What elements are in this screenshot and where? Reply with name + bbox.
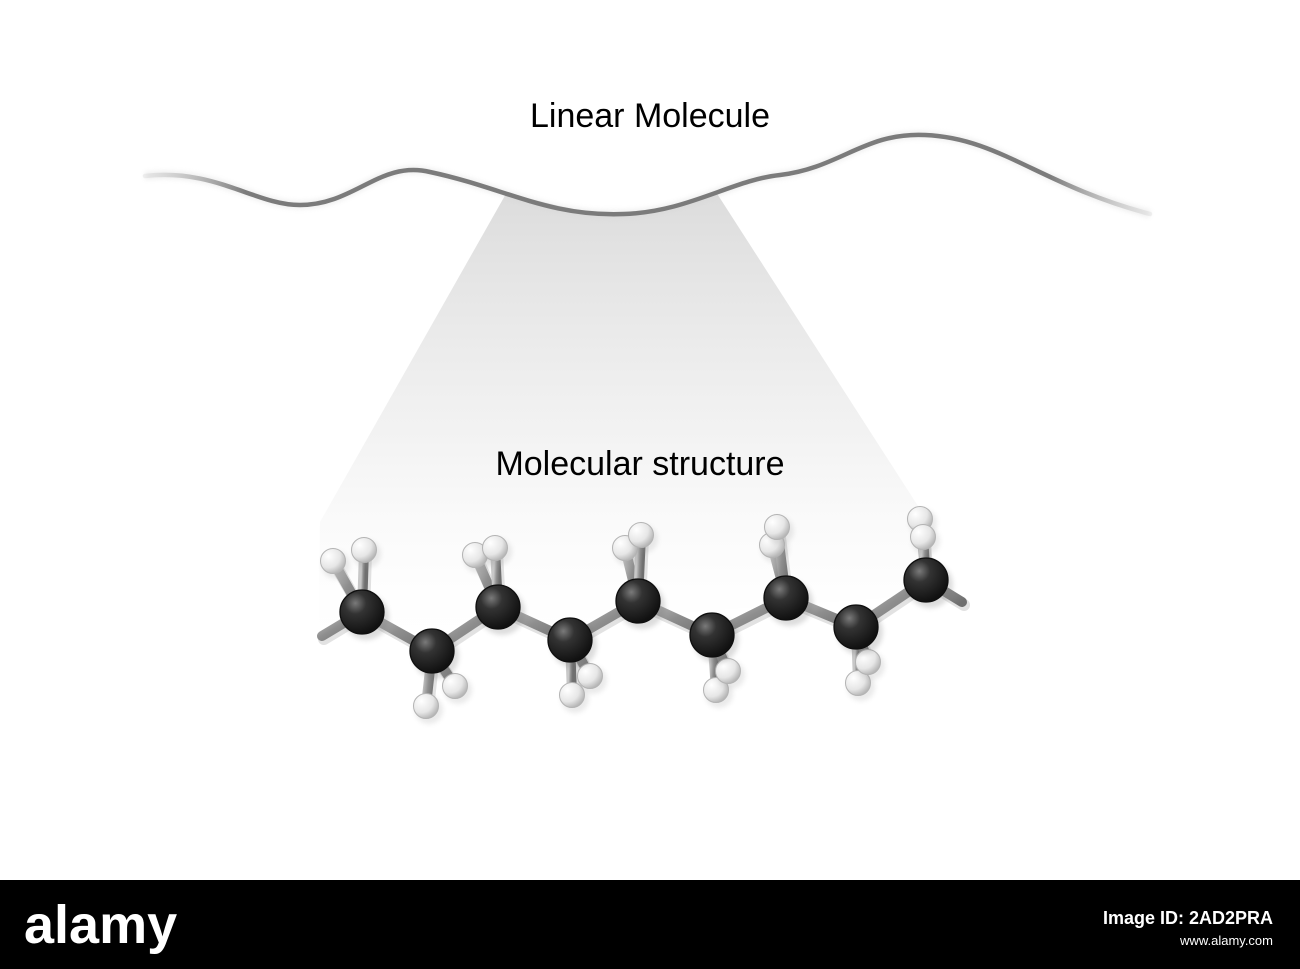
- hydrogen-atom: [628, 522, 654, 548]
- linear-molecule-label: Linear Molecule: [529, 97, 771, 135]
- carbon-atom: [409, 628, 455, 674]
- molecular-structure-label: Molecular structure: [495, 445, 785, 483]
- hydrogen-atom: [442, 673, 468, 699]
- hydrogen-atom: [351, 537, 377, 563]
- carbon-atom: [833, 604, 879, 650]
- carbon-atom: [763, 575, 809, 621]
- molecular-structure-model: [317, 506, 970, 724]
- attribution-url: www.alamy.com: [1180, 933, 1273, 948]
- hydrogen-atom: [320, 548, 346, 574]
- linear-molecule-curve-shadow: [144, 130, 1152, 219]
- carbon-atom: [547, 617, 593, 663]
- hydrogen-atom: [577, 663, 603, 689]
- hydrogen-atom: [559, 682, 585, 708]
- molecule-diagram: [142, 130, 1153, 724]
- carbon-atom: [689, 612, 735, 658]
- hydrogen-atom: [764, 514, 790, 540]
- image-id-text: Image ID: 2AD2PRA: [1102, 908, 1273, 928]
- hydrogen-atom: [413, 693, 439, 719]
- carbon-atom: [475, 584, 521, 630]
- carbon-atom: [615, 578, 661, 624]
- watermark-bar: alamy Image ID: 2AD2PRA www.alamy.com: [0, 880, 1300, 969]
- linear-molecule-curve: [142, 132, 1153, 217]
- hydrogen-atom: [482, 535, 508, 561]
- hydrogen-atom: [910, 524, 936, 550]
- carbon-atom: [339, 589, 385, 635]
- brand-logo: alamy: [24, 895, 178, 955]
- zoom-cone: [318, 192, 927, 640]
- carbon-atom: [903, 557, 949, 603]
